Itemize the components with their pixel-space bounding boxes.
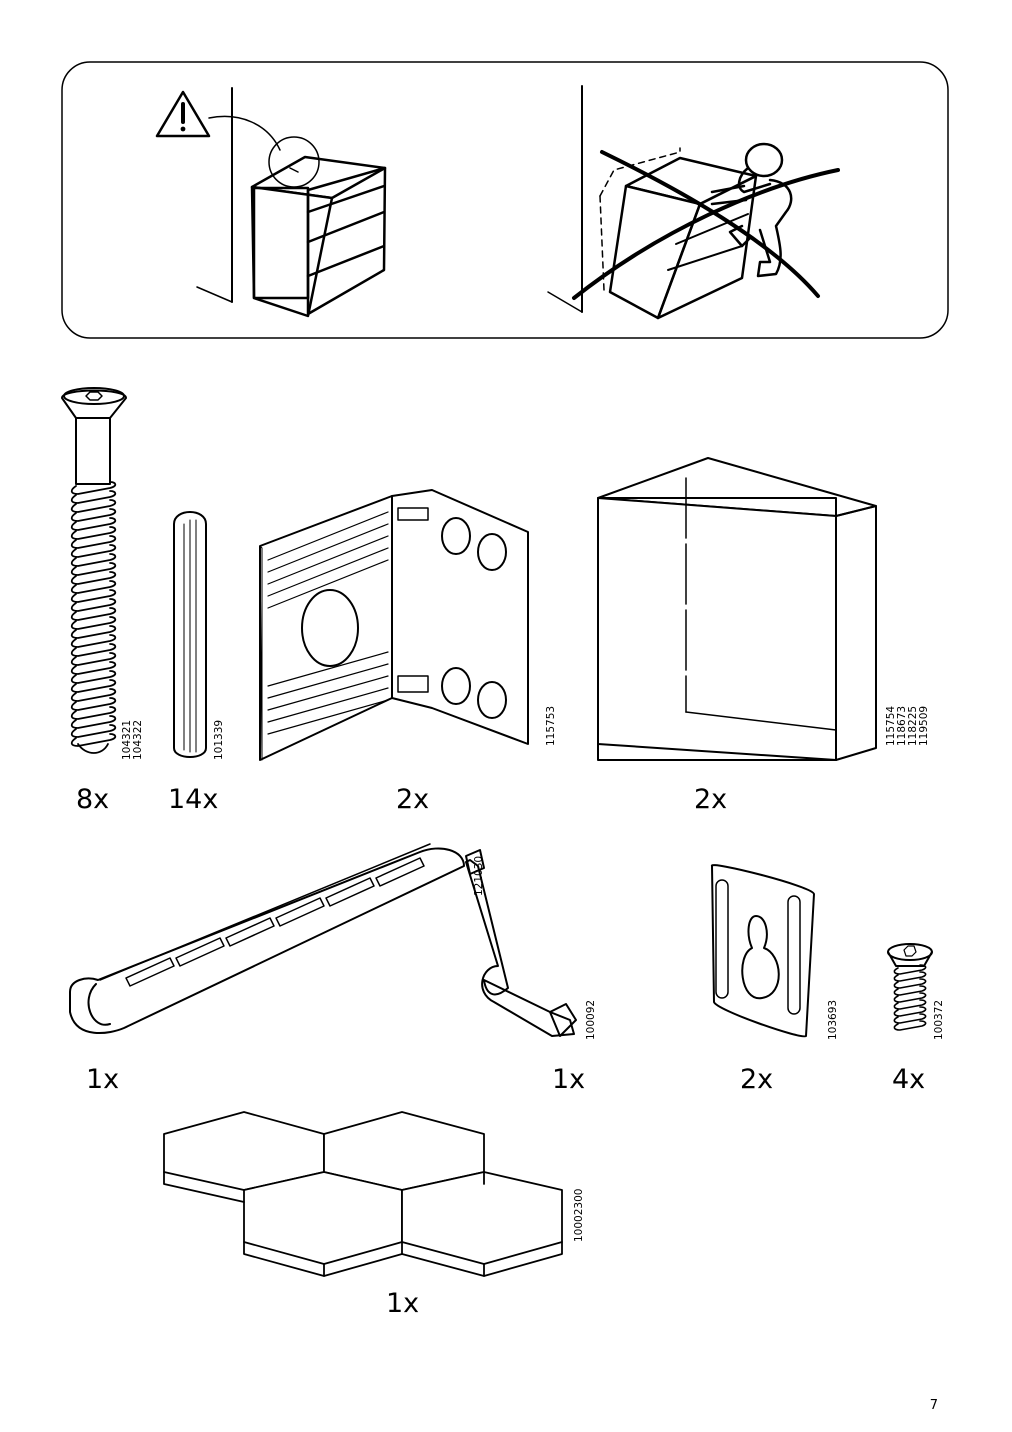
allen-key-icon bbox=[465, 849, 577, 1037]
long-screw-icon bbox=[61, 387, 127, 485]
code-dowel: 101339 bbox=[213, 719, 225, 760]
code-line: 119509 bbox=[918, 705, 931, 746]
code-line: 121030 bbox=[473, 855, 485, 896]
qty-rail: 1x bbox=[86, 1064, 120, 1095]
wall-plate-icon bbox=[710, 864, 815, 1038]
correct-scene bbox=[155, 87, 387, 318]
code-line: 10002300 bbox=[573, 1188, 585, 1242]
cross-out-line bbox=[600, 150, 820, 298]
code-screw-long: 104321 104322 bbox=[121, 719, 145, 760]
qty-allen-key: 1x bbox=[552, 1064, 586, 1095]
code-line: 101339 bbox=[213, 719, 225, 760]
code-line: 104322 bbox=[132, 719, 145, 760]
rail-icon bbox=[69, 843, 465, 1035]
code-line: 115753 bbox=[545, 705, 557, 746]
dowel-icon bbox=[173, 511, 207, 758]
qty-wall-plate: 2x bbox=[740, 1064, 774, 1095]
panel-icon bbox=[597, 457, 877, 761]
incorrect-scene bbox=[547, 85, 840, 320]
qty-screw-short: 4x bbox=[892, 1064, 926, 1095]
qty-hex-pad: 1x bbox=[386, 1288, 420, 1319]
short-screw-icon bbox=[887, 943, 933, 1031]
code-line: 100092 bbox=[585, 999, 597, 1040]
warning-triangle-icon bbox=[155, 90, 211, 138]
qty-screw-long: 8x bbox=[76, 784, 110, 815]
code-line: 103693 bbox=[827, 999, 839, 1040]
code-allen-key: 100092 bbox=[585, 999, 597, 1040]
bracket-icon bbox=[259, 489, 529, 761]
code-screw-short: 100372 bbox=[933, 999, 945, 1040]
qty-bracket: 2x bbox=[396, 784, 430, 815]
long-screw-thread bbox=[70, 481, 117, 754]
hex-pad-icon bbox=[163, 1111, 563, 1277]
code-hex-pad: 10002300 bbox=[573, 1188, 585, 1242]
page-number: 7 bbox=[929, 1398, 938, 1413]
code-bracket: 115753 bbox=[545, 705, 557, 746]
code-rail: 121030 bbox=[473, 855, 485, 896]
qty-panel: 2x bbox=[694, 784, 728, 815]
code-wall-plate: 103693 bbox=[827, 999, 839, 1040]
cross-out-line bbox=[572, 168, 840, 300]
qty-dowel: 14x bbox=[168, 784, 219, 815]
code-panel: 115754 118673 118225 119509 bbox=[885, 705, 931, 746]
warning-panel bbox=[61, 61, 949, 339]
code-line: 100372 bbox=[933, 999, 945, 1040]
